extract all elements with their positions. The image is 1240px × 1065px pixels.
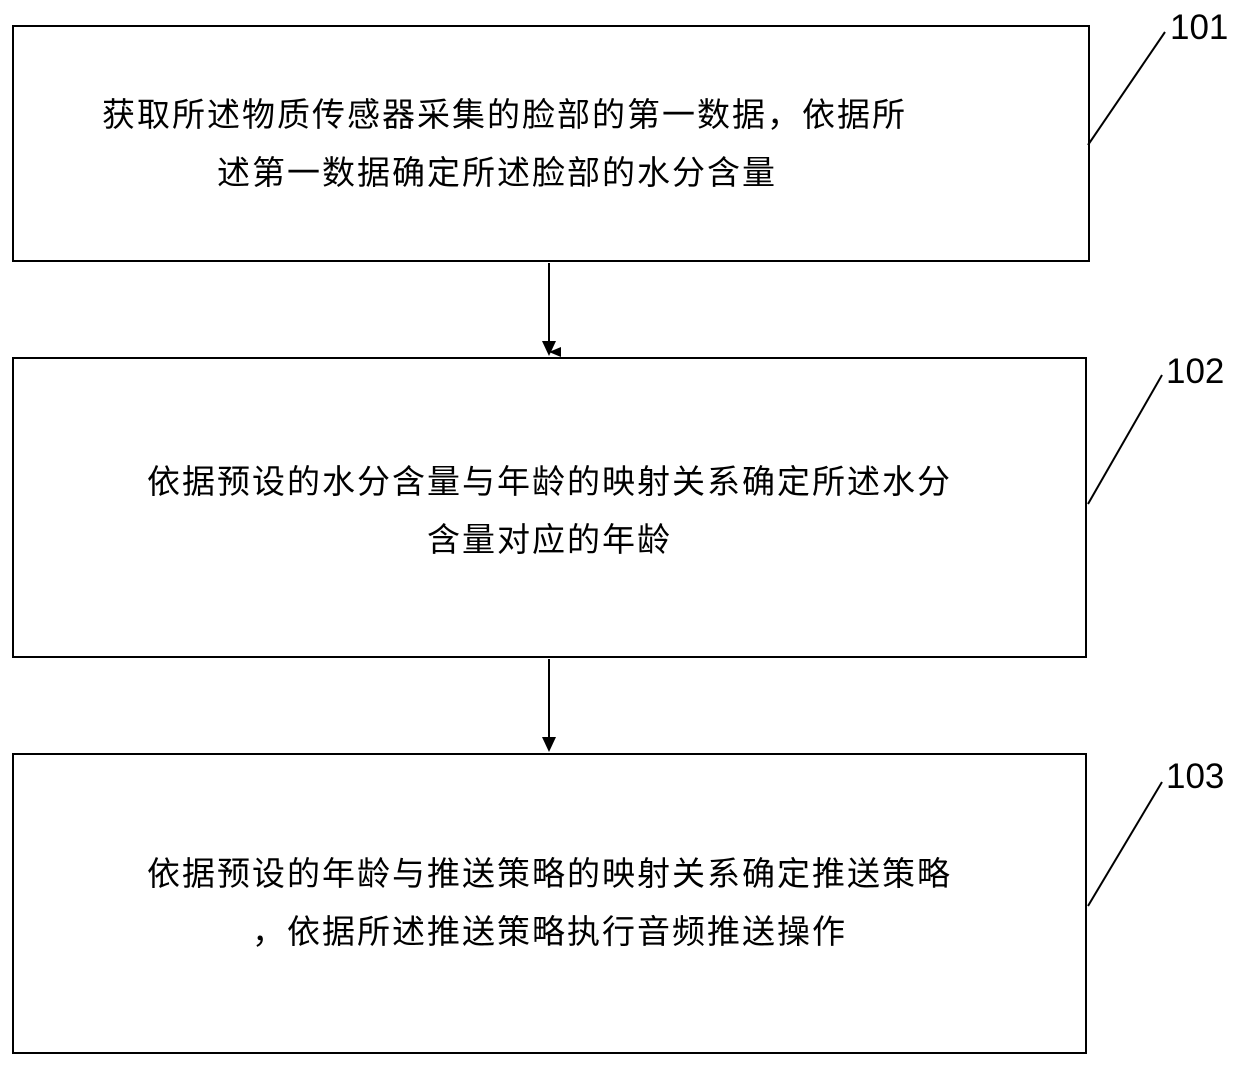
step-103-line-1: 依据预设的年龄与推送策略的映射关系确定推送策略: [14, 845, 1085, 903]
reference-label-102: 102: [1166, 352, 1224, 392]
reference-label-101: 101: [1170, 8, 1228, 48]
step-102-line-1: 依据预设的水分含量与年龄的映射关系确定所述水分: [14, 453, 1085, 511]
reference-label-103: 103: [1166, 757, 1224, 797]
leader-line-102: [1088, 375, 1162, 504]
step-102-line-2: 含量对应的年龄: [14, 511, 1085, 569]
process-step-102: 依据预设的水分含量与年龄的映射关系确定所述水分 含量对应的年龄: [12, 357, 1087, 658]
arrow-101-to-102-head: [542, 341, 556, 356]
process-step-103: 依据预设的年龄与推送策略的映射关系确定推送策略 ，依据所述推送策略执行音频推送操…: [12, 753, 1087, 1054]
step-103-text: 依据预设的年龄与推送策略的映射关系确定推送策略 ，依据所述推送策略执行音频推送操…: [14, 845, 1085, 961]
process-step-101: 获取所述物质传感器采集的脸部的第一数据，依据所 述第一数据确定所述脸部的水分含量: [12, 25, 1090, 262]
step-102-text: 依据预设的水分含量与年龄的映射关系确定所述水分 含量对应的年龄: [14, 453, 1085, 569]
leader-line-101: [1088, 32, 1165, 145]
arrow-102-to-103-head: [542, 737, 556, 752]
step-101-line-1: 获取所述物质传感器采集的脸部的第一数据，依据所: [14, 86, 1088, 144]
step-101-text: 获取所述物质传感器采集的脸部的第一数据，依据所 述第一数据确定所述脸部的水分含量: [14, 86, 1088, 202]
step-103-line-2: ，依据所述推送策略执行音频推送操作: [14, 903, 1085, 961]
step-101-line-2: 述第一数据确定所述脸部的水分含量: [14, 144, 1088, 202]
leader-line-103: [1088, 782, 1162, 906]
